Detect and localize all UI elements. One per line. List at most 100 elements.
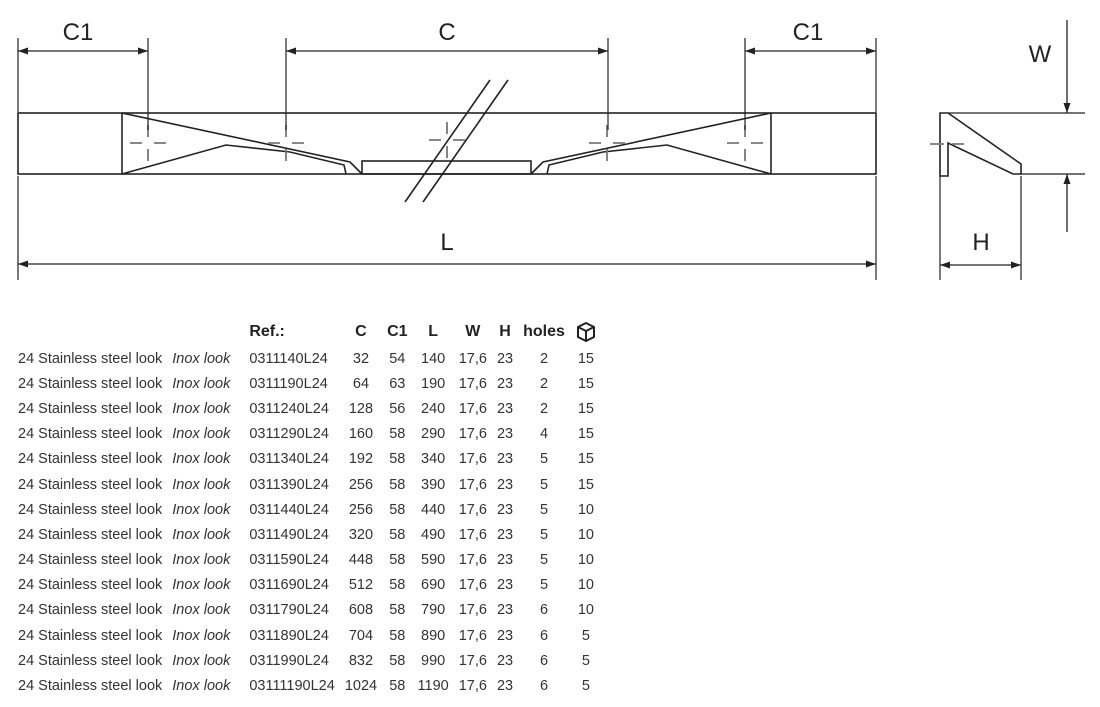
cell-w: 17,6 [458,652,487,669]
cell-c1: 58 [389,476,406,493]
cell-ref: 0311240L24 [249,400,329,417]
col-c1-header: C1 [387,323,408,340]
cell-holes: 5 [539,526,549,543]
cell-holes: 6 [539,678,549,695]
cell-w: 17,6 [458,501,487,518]
cell-pack: 15 [577,400,594,417]
cell-pack: 5 [581,652,590,669]
cell-l: 290 [421,426,446,443]
cell-holes: 6 [539,627,549,644]
hole-marker [429,122,465,158]
front-view [17,79,877,203]
cell-finish: Inox look [172,627,231,644]
cell-pack: 10 [577,526,594,543]
cell-l: 440 [421,501,446,518]
cell-pack: 10 [577,501,594,518]
cell-h: 23 [496,350,514,367]
cell-ref: 0311990L24 [249,652,329,669]
cell-l: 990 [421,652,446,669]
cell-ref: 0311440L24 [249,501,329,518]
cell-l: 340 [421,451,446,468]
cell-ref: 0311190L24 [249,375,328,392]
cell-w: 17,6 [458,476,487,493]
cell-c: 160 [348,426,374,443]
col-finish-header [167,318,235,346]
cell-finish: Inox look [172,375,231,392]
cell-desc: 24 Stainless steel look [18,501,163,518]
cell-holes: 2 [539,400,549,417]
cell-w: 17,6 [458,375,487,392]
cell-h: 23 [496,501,514,518]
cell-w: 17,6 [458,577,487,594]
cell-ref: 0311890L24 [249,627,329,644]
cell-c: 832 [348,652,374,669]
cell-c: 32 [352,350,370,367]
cell-w: 17,6 [458,526,487,543]
label-c1-left: C1 [63,19,94,46]
cell-c1: 58 [389,426,406,443]
cell-l: 390 [421,476,446,493]
cell-c1: 58 [389,526,406,543]
box-icon [576,322,595,342]
label-width: W [1029,41,1052,68]
spec-table: Ref.: C C1 L W H holes 24 Stainless stee… [12,318,602,699]
col-h-header: H [499,323,511,340]
cell-desc: 24 Stainless steel look [18,602,163,619]
label-c1-right: C1 [793,19,824,46]
hole-marker [268,125,304,161]
cell-desc: 24 Stainless steel look [18,652,163,669]
cell-finish: Inox look [172,426,231,443]
cell-holes: 5 [539,552,549,569]
cell-w: 17,6 [458,678,487,695]
cell-h: 23 [496,678,514,695]
cell-h: 23 [496,400,514,417]
cell-w: 17,6 [458,627,487,644]
cell-desc: 24 Stainless steel look [18,375,163,392]
table-header-row: Ref.: C C1 L W H holes [12,318,602,346]
cell-ref: 0311390L24 [249,476,329,493]
cell-ref: 0311790L24 [249,602,329,619]
cell-l: 490 [421,526,446,543]
cell-c1: 56 [389,400,406,417]
cell-c1: 54 [389,350,406,367]
cell-h: 23 [496,652,514,669]
cell-desc: 24 Stainless steel look [18,577,163,594]
cell-pack: 10 [577,577,594,594]
col-ref-header: Ref.: [249,323,285,340]
cell-pack: 5 [581,627,590,644]
cell-holes: 5 [539,451,549,468]
cell-c1: 58 [389,678,406,695]
cell-h: 23 [496,526,514,543]
cell-ref: 0311290L24 [249,426,329,443]
cell-holes: 4 [539,426,549,443]
hole-marker [589,125,625,161]
cell-c: 320 [348,526,374,543]
cell-finish: Inox look [172,526,231,543]
cell-c1: 63 [389,375,406,392]
cell-ref: 0311690L24 [249,577,329,594]
cell-c: 608 [348,602,374,619]
cell-l: 690 [421,577,446,594]
cell-c: 192 [348,451,374,468]
col-holes-header: holes [523,323,565,340]
cell-l: 590 [421,552,446,569]
cell-pack: 15 [577,350,594,367]
cell-h: 23 [496,375,514,392]
cell-finish: Inox look [172,476,231,493]
cell-c1: 58 [389,627,406,644]
label-c: C [438,19,455,46]
cell-holes: 6 [539,652,549,669]
hole-marker [130,125,166,161]
cell-ref: 0311490L24 [249,526,329,543]
cell-c: 1024 [344,678,378,695]
cell-h: 23 [496,577,514,594]
cell-ref: 0311140L24 [249,350,328,367]
cell-c1: 58 [389,501,406,518]
